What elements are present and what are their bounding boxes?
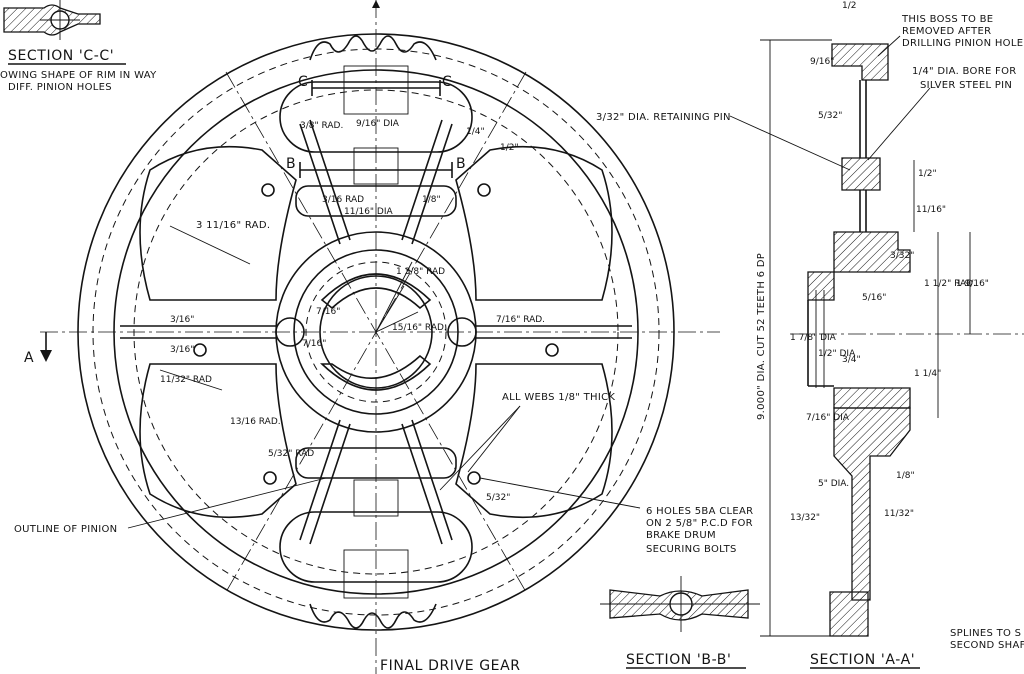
note-holes-4: SECURING BOLTS: [646, 544, 737, 555]
section-marker-b-left: B: [286, 156, 296, 172]
dim-label: 1/2": [500, 143, 519, 153]
dim-label: 13/32": [790, 513, 820, 523]
dim-label: 1/2": [918, 169, 937, 179]
dim-label: 3 11/16" RAD.: [196, 220, 270, 231]
web-cutout: [139, 363, 297, 519]
dim-label: 3/16 RAD: [322, 195, 364, 205]
note-holes-2: ON 2 5/8" P.C.D FOR: [646, 518, 753, 529]
section-aa-title: SECTION 'A-A': [810, 652, 915, 668]
gear-front-view: C C B B A 3/8" RAD. 9/16" DIA 1/4" 1/2" …: [14, 0, 753, 674]
dim-label: 7/16": [302, 339, 326, 349]
dim-label: 3/8" RAD.: [300, 121, 343, 131]
web-cutout: [279, 81, 473, 153]
dim-label: 3/32": [890, 251, 914, 261]
section-marker-c-right: C: [442, 74, 452, 90]
note-boss-2: REMOVED AFTER: [902, 26, 991, 37]
dim-label: 1/8": [896, 471, 915, 481]
note-retaining-pin: 3/32" DIA. RETAINING PIN: [596, 112, 731, 123]
web-cutout: [455, 363, 613, 519]
dim-label: 5" DIA.: [818, 479, 849, 489]
dim-label: 5/16": [862, 293, 886, 303]
dim-label: 11/32" RAD: [160, 375, 212, 385]
note-bore-1: 1/4" DIA. BORE FOR: [912, 66, 1017, 77]
dim-label: 5/32" RAD: [268, 449, 314, 459]
dim-label: 7/16" RAD.: [496, 315, 545, 325]
dim-label: 1/8": [422, 195, 441, 205]
section-marker-b-right: B: [456, 156, 466, 172]
section-bb-title: SECTION 'B-B': [626, 652, 731, 668]
note-outline-pinion: OUTLINE OF PINION: [14, 524, 117, 535]
dim-label: 3/16": [170, 345, 194, 355]
section-marker-c-left: C: [298, 74, 308, 90]
dim-label: 5/32": [486, 493, 510, 503]
note-boss-1: THIS BOSS TO BE: [901, 14, 993, 25]
note-splines-2: SECOND SHAF: [950, 640, 1024, 651]
web-cutout: [139, 145, 297, 301]
dim-label: 11/16" DIA: [344, 207, 394, 217]
web-cutout: [279, 511, 473, 583]
section-cc-view: SECTION 'C-C' OWING SHAPE OF RIM IN WAY …: [0, 0, 157, 93]
dim-label: 1 1/4": [914, 369, 941, 379]
dim-label: 15/16" RAD.: [392, 323, 447, 333]
dim-label: 13/16 RAD.: [230, 417, 281, 427]
note-holes-3: BRAKE DRUM: [646, 530, 716, 541]
note-splines-1: SPLINES TO S: [950, 628, 1021, 639]
web-cutout: [455, 145, 613, 301]
dim-label: 7/16" DIA: [806, 413, 850, 423]
note-holes-1: 6 HOLES 5BA CLEAR: [646, 506, 753, 517]
section-cc-note-1: OWING SHAPE OF RIM IN WAY: [0, 70, 157, 81]
dim-label: 1/2" DIA: [818, 349, 856, 359]
dim-label: 11/16": [916, 205, 946, 215]
dim-label: 1 7/8" DIA: [790, 333, 837, 343]
dim-label: 1 1/2" RAD.: [924, 279, 976, 289]
dim-label: 5/32": [818, 111, 842, 121]
dim-label: 9/16" DIA: [356, 119, 400, 129]
note-bore-2: SILVER STEEL PIN: [920, 80, 1012, 91]
dim-label: 3/16": [170, 315, 194, 325]
note-boss-3: DRILLING PINION HOLES: [902, 38, 1024, 49]
note-dia-cut: 9.000" DIA. CUT 52 TEETH 6 DP: [756, 253, 767, 420]
section-marker-a-left: A: [24, 350, 34, 366]
dim-label: 3/4": [842, 355, 861, 365]
dim-label: 1 9/16": [956, 279, 989, 289]
dim-label: 11/32": [884, 509, 914, 519]
section-bb-view: SECTION 'B-B': [600, 576, 760, 669]
dim-label: 7/16": [316, 307, 340, 317]
dim-label: 1/2: [842, 1, 856, 11]
section-aa-view: 9.000" DIA. CUT 52 TEETH 6 DP THIS BOSS …: [596, 1, 1024, 669]
dim-label: 9/16": [810, 57, 834, 67]
dim-label: 1/4": [466, 127, 485, 137]
drawing-title: FINAL DRIVE GEAR: [380, 658, 521, 674]
dim-label: 1 3/8" RAD: [396, 267, 445, 277]
note-all-webs: ALL WEBS 1/8" THICK: [502, 392, 615, 403]
section-cc-note-2: DIFF. PINION HOLES: [8, 82, 112, 93]
section-cc-title: SECTION 'C-C': [8, 48, 114, 64]
